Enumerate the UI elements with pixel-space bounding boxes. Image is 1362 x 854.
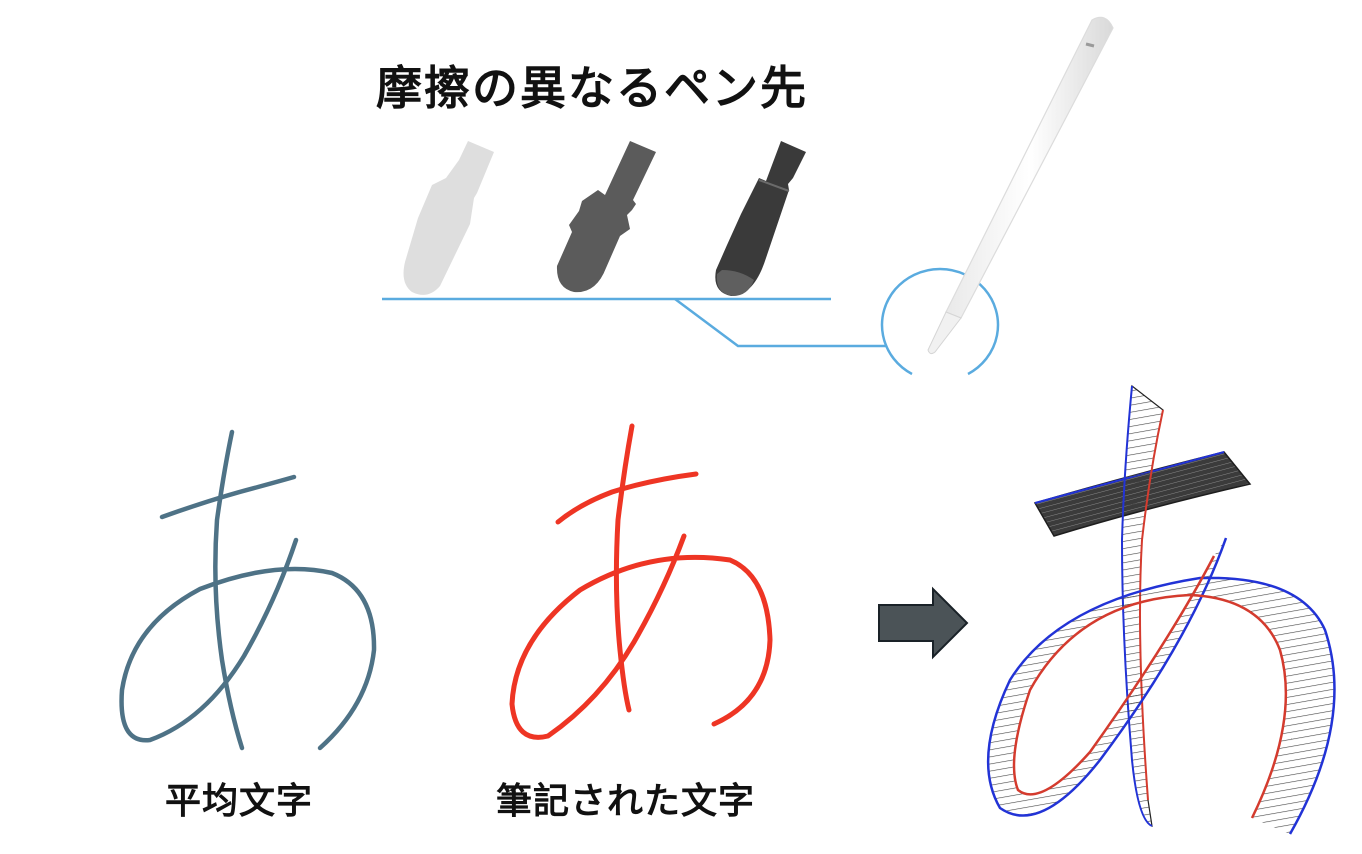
stylus-pencil [927, 16, 1114, 355]
overlay-glyph [986, 384, 1336, 835]
right-arrow-icon [878, 586, 969, 660]
average-glyph-caption: 平均文字 [165, 781, 314, 822]
pen-tip-light [403, 141, 494, 295]
callout-connector [382, 267, 1000, 376]
pen-tip-dark [715, 141, 806, 296]
average-glyph [119, 429, 377, 751]
written-glyph [509, 423, 773, 740]
diagram-title: 摩擦の異なるペン先 [376, 61, 808, 115]
written-glyph-caption: 筆記された文字 [496, 781, 756, 822]
pen-tip-medium [556, 141, 656, 293]
